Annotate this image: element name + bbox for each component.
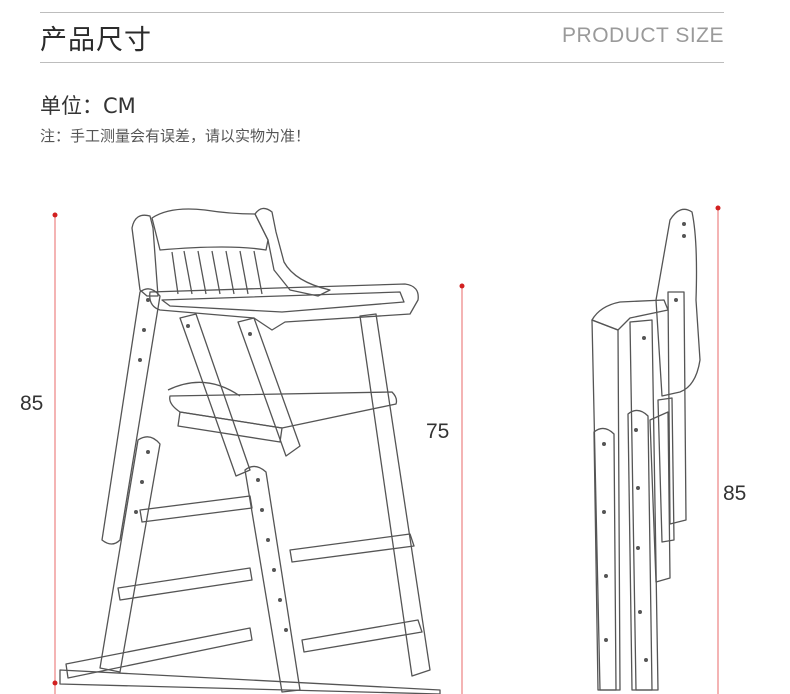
side-middle-post [629, 319, 659, 691]
unit-label: 单位：CM [40, 94, 136, 118]
front-left-leg [101, 288, 161, 545]
tray-inner-rim [161, 291, 405, 313]
seat [169, 391, 398, 429]
side-rear-bar [667, 291, 687, 525]
tray-height-top-dot [459, 283, 465, 289]
side-seat-block [649, 411, 671, 583]
main-right-leg [359, 313, 431, 677]
side-joint-dots [602, 222, 686, 662]
side-inner-leg [627, 409, 653, 691]
backrest-frame [131, 214, 159, 297]
front-height-label: 85 [20, 392, 44, 415]
side-tray-arm [591, 299, 669, 331]
tray-height-label: 75 [426, 420, 450, 443]
dimension-dots [52, 205, 721, 686]
step-lower [301, 619, 423, 653]
side-back-post [655, 208, 701, 397]
front-height-top-dot [52, 212, 58, 218]
inner-leg [179, 313, 251, 477]
header-top-rule [40, 12, 724, 13]
header-bottom-rule [40, 62, 724, 63]
middle-leg [244, 465, 301, 693]
side-height-label: 85 [723, 482, 747, 505]
tray [149, 283, 419, 331]
footrest-middle [117, 567, 253, 601]
backrest-right-post [254, 207, 331, 297]
seat-back-curve [167, 381, 241, 397]
measurement-note: 注：手工测量会有误差，请以实物为准！ [40, 127, 311, 145]
front-right-leg [237, 317, 301, 457]
side-front-slab [591, 319, 621, 691]
backrest-slats [171, 250, 263, 295]
section-subtitle: PRODUCT SIZE [562, 24, 724, 47]
side-front-leg [593, 427, 617, 691]
front-left-leg-lower [99, 436, 161, 673]
footrest-upper [139, 495, 253, 523]
section-title: 产品尺寸 [40, 25, 152, 56]
front-chair [59, 207, 441, 694]
side-height-top-dot [715, 205, 721, 211]
front-height-bottom-dot [52, 680, 58, 686]
joint-dots [134, 298, 288, 632]
side-short-bar [657, 397, 675, 543]
base-rail [59, 669, 441, 694]
step-upper [289, 533, 415, 563]
dimension-lines [54, 208, 719, 694]
footrest-lower [65, 627, 253, 679]
side-chair [591, 208, 701, 691]
seat-front-edge [177, 411, 283, 443]
backrest-top-rail [151, 208, 269, 251]
